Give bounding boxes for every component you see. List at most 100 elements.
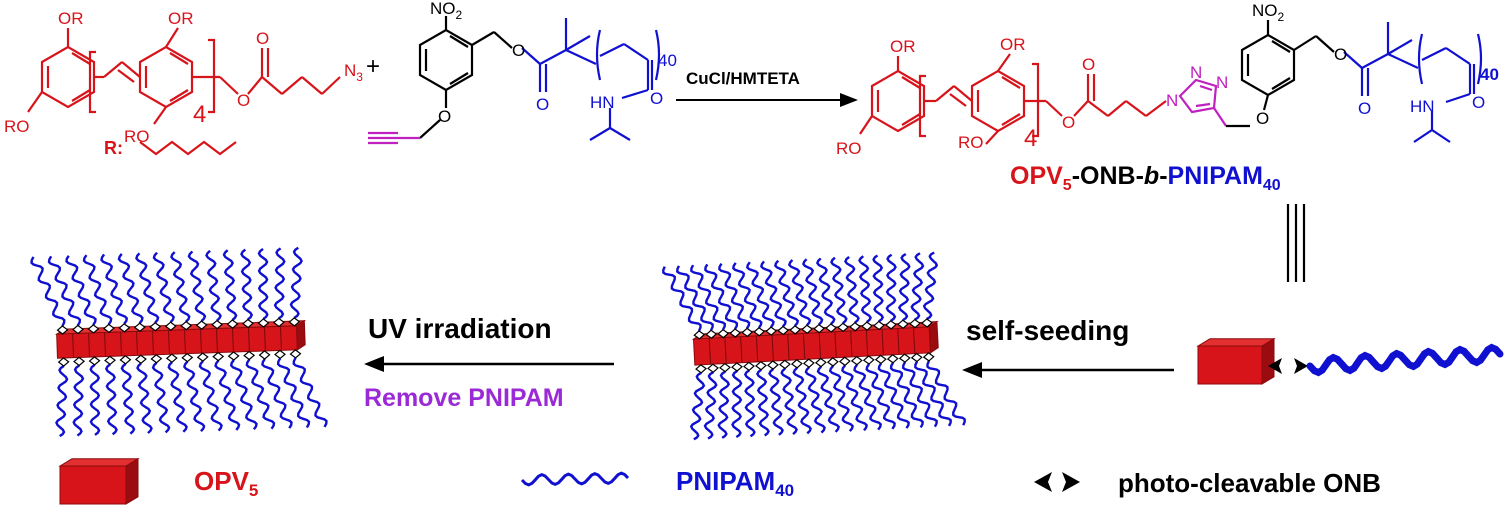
pnipam-corona-chain bbox=[276, 357, 311, 429]
block-segment-divider bbox=[912, 327, 916, 354]
onb-linker-mark bbox=[150, 353, 163, 364]
pnipam-corona-chain bbox=[717, 370, 731, 439]
pnipam-corona-chain bbox=[853, 363, 883, 431]
block-segment-divider bbox=[724, 337, 727, 364]
pnipam-corona-chain bbox=[72, 364, 85, 437]
onb-linker-mark bbox=[272, 317, 285, 328]
block-front-face bbox=[1197, 345, 1263, 385]
ether-o-label: O bbox=[1334, 45, 1347, 64]
block-segment-divider bbox=[120, 331, 122, 356]
legend-pnipam-chain-icon bbox=[520, 471, 630, 487]
block-segment-divider bbox=[200, 329, 202, 354]
onb-pnipam-alkyne-structure bbox=[368, 16, 661, 145]
onb-linker-mark bbox=[729, 328, 742, 338]
block-segment-divider bbox=[771, 335, 774, 362]
triazole-n1-label: N bbox=[1166, 91, 1178, 110]
pnipam-corona-chain bbox=[261, 358, 293, 429]
block-top-face bbox=[1196, 338, 1276, 347]
onb-linker-mark bbox=[873, 320, 885, 331]
onb-linker-mark bbox=[196, 352, 209, 362]
pnipam-repeat-40: 40 bbox=[1480, 65, 1499, 84]
onb-linker-mark bbox=[789, 325, 802, 335]
pnipam-corona-chain bbox=[885, 253, 897, 322]
onb-linker-mark bbox=[920, 318, 933, 328]
pnipam-corona-chain bbox=[205, 249, 222, 322]
block-segment-divider bbox=[740, 336, 743, 363]
onb-linker-mark bbox=[801, 324, 814, 334]
pnipam-corona-chain bbox=[897, 252, 911, 322]
pnipam-corona-chain bbox=[676, 265, 714, 331]
pnipam-corona-chain bbox=[910, 252, 925, 321]
onb-linker-mark bbox=[850, 355, 863, 366]
carbonyl-o-label: O bbox=[256, 29, 269, 48]
onb-linker-mark bbox=[134, 354, 147, 365]
or-label: OR bbox=[168, 9, 194, 28]
no2-label: NO2 bbox=[430, 0, 463, 22]
legend-opv-label: OPV5 bbox=[194, 466, 258, 500]
onb-linker-mark bbox=[909, 318, 921, 329]
self-seeding-label: self-seeding bbox=[966, 315, 1129, 346]
onb-linker-mark bbox=[717, 328, 730, 339]
block-segment-divider bbox=[264, 326, 266, 351]
onb-linker-mark bbox=[719, 362, 731, 373]
pnipam-corona-chain bbox=[828, 365, 854, 432]
pnipam-corona-chain bbox=[183, 360, 206, 433]
pnipam-corona-chain bbox=[760, 260, 787, 328]
onb-linker-mark bbox=[226, 319, 239, 329]
onb-linker-mark bbox=[874, 354, 887, 365]
onb-linker-mark bbox=[813, 323, 826, 334]
pnipam-corona-chain bbox=[292, 357, 328, 428]
ro-label: RO bbox=[836, 139, 862, 158]
pnipam-corona-chain bbox=[901, 361, 938, 428]
opv-repeat-4: 4 bbox=[193, 101, 206, 128]
onb-linker-mark bbox=[288, 317, 301, 327]
pnipam-corona-chain bbox=[830, 256, 848, 325]
onb-right-half bbox=[1294, 358, 1308, 374]
micelle-body bbox=[30, 246, 328, 438]
onb-linker-mark bbox=[180, 320, 193, 331]
onb-linker-mark bbox=[102, 323, 115, 334]
onb-linker-mark bbox=[825, 323, 838, 333]
onb-linker-mark bbox=[243, 350, 256, 361]
self-seeding-arrow: self-seeding bbox=[962, 315, 1174, 378]
pnipam-corona-chain bbox=[877, 362, 910, 429]
onb-linker-mark bbox=[707, 363, 719, 373]
onb-linker-mark bbox=[861, 321, 873, 331]
block-side-face bbox=[928, 320, 939, 354]
pnipam-corona-chain bbox=[768, 368, 784, 436]
pnipam-corona-chain bbox=[152, 251, 175, 323]
pnipam-corona-chain bbox=[662, 266, 702, 332]
pnipam-corona-chain bbox=[82, 254, 113, 326]
pnipam-corona-chain bbox=[273, 247, 286, 320]
onb-linker-mark bbox=[705, 329, 718, 340]
onb-linker-mark bbox=[242, 318, 254, 329]
pnipam-corona-chain bbox=[30, 256, 66, 327]
onb-linker-mark bbox=[837, 322, 850, 333]
carbonyl-o-label: O bbox=[1358, 99, 1371, 118]
onb-linker-mark bbox=[695, 364, 707, 374]
pnipam-corona-chain bbox=[703, 371, 718, 440]
onb-linker-mark bbox=[741, 327, 754, 338]
pnipam-corona-chain bbox=[104, 363, 118, 436]
onb-linker-mark bbox=[211, 319, 224, 330]
onb-linker-mark bbox=[753, 326, 766, 337]
pnipam-corona-chain bbox=[689, 371, 706, 441]
pnipam-corona-chain bbox=[804, 366, 826, 434]
ro-label: RO bbox=[4, 117, 30, 136]
pnipam-corona-chain bbox=[889, 362, 924, 429]
pnipam-corona-chain bbox=[787, 259, 812, 327]
or-label: OR bbox=[58, 9, 84, 28]
block-segment-divider bbox=[72, 333, 74, 358]
legend-opv-block-icon bbox=[58, 457, 140, 505]
ro-label: RO bbox=[124, 127, 150, 146]
pnipam-corona-chain bbox=[745, 261, 775, 328]
pnipam-corona-chain bbox=[704, 263, 739, 330]
onb-linker-mark bbox=[164, 321, 177, 331]
opv-micelle-after-uv-cartoon bbox=[30, 246, 328, 438]
onb-linker-mark bbox=[257, 318, 270, 328]
product-labels: OR OR RO RO 4 O O N N N NO2 O O O HN O 4… bbox=[836, 1, 1499, 158]
pnipam-corona-chain bbox=[198, 360, 223, 432]
ester-o-label: O bbox=[237, 91, 250, 110]
